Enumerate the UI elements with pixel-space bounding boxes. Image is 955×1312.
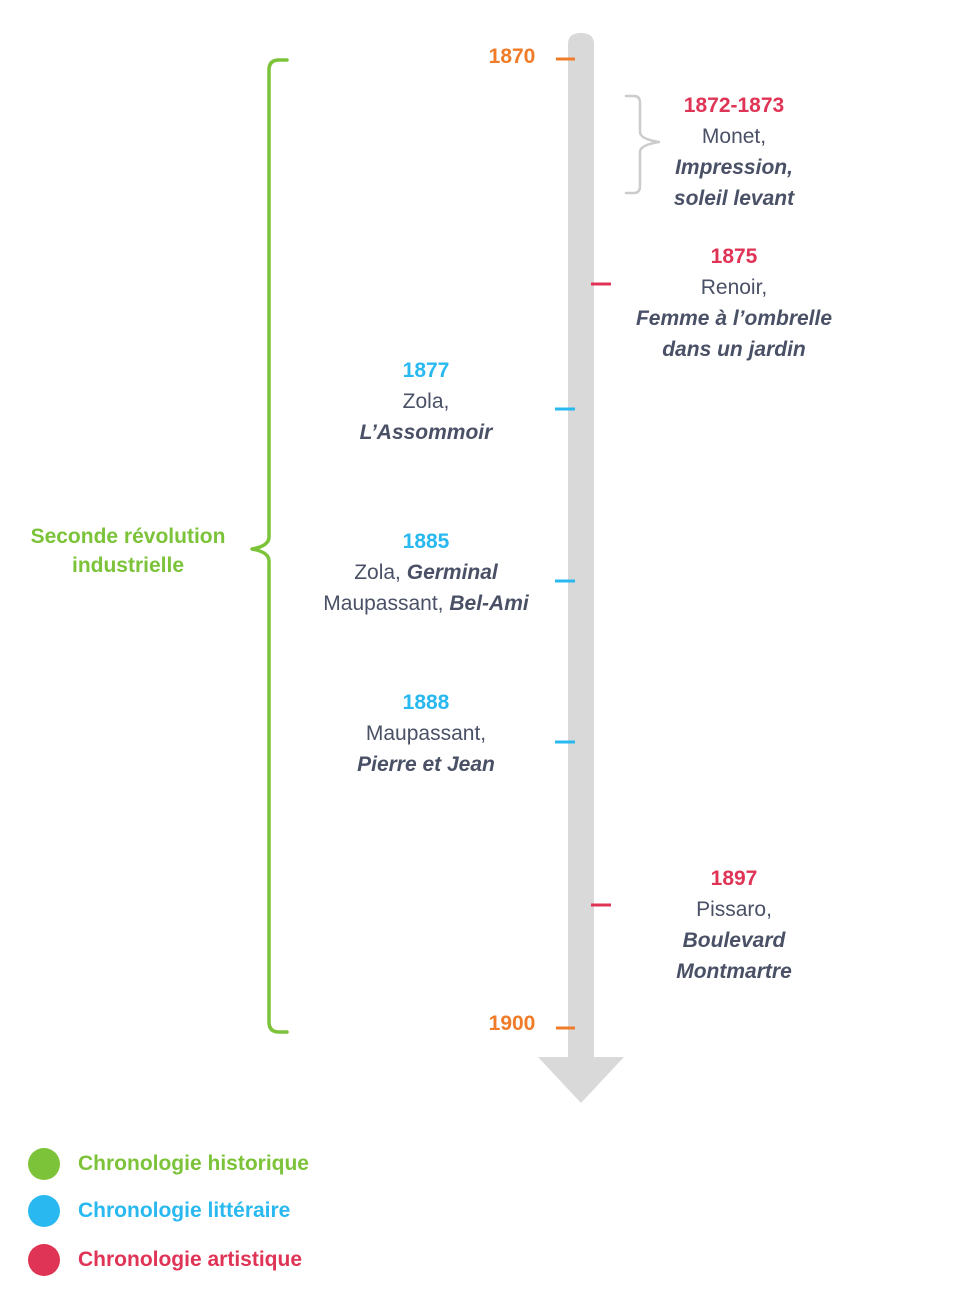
event-title-line1: Boulevard (682, 929, 786, 952)
event-year: 1885 (402, 530, 450, 553)
legend-label: Chronologie artistique (78, 1248, 303, 1271)
event-author: Zola, (354, 561, 407, 584)
event-title: Germinal (406, 561, 498, 584)
range-brace-1872 (624, 94, 661, 195)
event-1875: 1875 Renoir, Femme à l’ombrelle dans un … (599, 241, 869, 365)
event-author: Maupassant, (323, 592, 450, 615)
event-year: 1872-1873 (683, 94, 785, 117)
event-title: Pierre et Jean (357, 753, 495, 776)
end-year-label: 1900 (488, 1012, 536, 1035)
event-title-line2: dans un jardin (662, 338, 806, 361)
period-label-line2: industrielle (71, 554, 185, 577)
event-title-line2: Montmartre (676, 960, 792, 983)
event-year: 1888 (402, 691, 450, 714)
legend-item-literary: Chronologie littéraire (28, 1194, 290, 1228)
event-1872: 1872-1873 Monet, Impression, soleil leva… (614, 90, 854, 214)
event-year: 1897 (710, 867, 758, 890)
legend-label: Chronologie historique (78, 1152, 309, 1175)
event-1877: 1877 Zola, L’Assommoir (306, 355, 546, 448)
period-label-line1: Seconde révolution (30, 525, 226, 548)
event-title: L’Assommoir (359, 421, 493, 444)
timeline-arrow (538, 33, 624, 1103)
event-line2: Maupassant, Bel-Ami (286, 588, 566, 619)
event-title-line1: Femme à l’ombrelle (635, 307, 833, 330)
event-author: Monet, (701, 125, 767, 148)
event-1888: 1888 Maupassant, Pierre et Jean (306, 687, 546, 780)
period-label: Seconde révolution industrielle (8, 522, 248, 580)
event-title-line2: soleil levant (673, 187, 795, 210)
event-year: 1877 (402, 359, 450, 382)
period-brace (250, 58, 289, 1034)
event-author: Maupassant, (365, 722, 487, 745)
legend-item-historical: Chronologie historique (28, 1147, 309, 1181)
event-author: Pissaro, (696, 898, 772, 921)
legend-label: Chronologie littéraire (78, 1199, 291, 1222)
event-1897: 1897 Pissaro, Boulevard Montmartre (614, 863, 854, 987)
legend-item-artistic: Chronologie artistique (28, 1243, 302, 1277)
event-title: Bel-Ami (449, 592, 529, 615)
event-1885: 1885 Zola, Germinal Maupassant, Bel-Ami (286, 526, 566, 619)
legend-dot (28, 1195, 60, 1227)
event-author: Zola, (402, 390, 450, 413)
event-title-line1: Impression, (675, 156, 793, 179)
event-year: 1875 (710, 245, 758, 268)
start-year-label: 1870 (488, 45, 536, 68)
legend-dot (28, 1148, 60, 1180)
event-author: Renoir, (700, 276, 768, 299)
legend-dot (28, 1244, 60, 1276)
event-line1: Zola, Germinal (286, 557, 566, 588)
